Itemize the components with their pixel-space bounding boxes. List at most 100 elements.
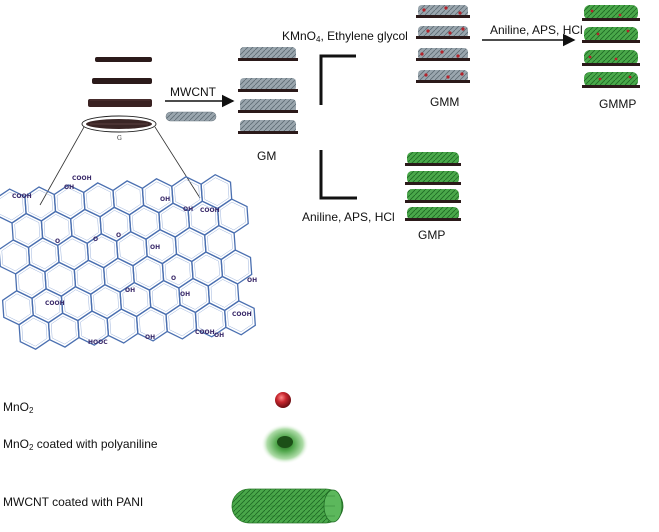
lattice-hexagon: [47, 312, 80, 348]
group-o-2: O: [93, 236, 99, 243]
lattice-hexagon-inner: [106, 260, 132, 290]
legend-mno2-pani-main: MnO: [3, 437, 30, 451]
gmm-stack: [416, 5, 470, 83]
lattice-hexagon-inner: [135, 258, 162, 288]
legend-mwcnt-pani: MWCNT coated with PANI: [3, 495, 144, 509]
lattice-hexagon-inner: [14, 216, 41, 245]
lattice-hexagon-inner: [34, 291, 61, 320]
lattice-hexagon: [18, 314, 51, 350]
lattice-hexagon-inner: [148, 232, 175, 261]
lattice-hexagon-inner: [63, 289, 90, 318]
group-o-1: O: [55, 238, 61, 245]
lattice-hexagon-inner: [164, 256, 191, 286]
lattice-hexagon-inner: [197, 305, 224, 335]
lattice-hexagon-inner: [0, 191, 24, 221]
graphene-stack: [81, 57, 157, 133]
lattice-hexagon-inner: [30, 240, 57, 270]
group-cooh-3: COOH: [200, 207, 220, 214]
lattice-hexagon-inner: [122, 285, 149, 314]
gmp-stack: [405, 152, 461, 221]
label-gmmp: GMMP: [599, 97, 637, 111]
lattice-hexagon: [112, 180, 145, 216]
lattice-hexagon: [128, 204, 161, 240]
legend-mno2-pani: MnO2 coated with polyaniline: [3, 437, 158, 452]
lattice-hexagon-inner: [56, 187, 83, 217]
label-gmp: GMP: [418, 228, 446, 242]
reagent-kmno4: KMnO4, Ethylene glycol: [282, 29, 408, 44]
lattice-hexagon-inner: [89, 236, 116, 265]
lattice-hexagon-inner: [93, 287, 119, 316]
lattice-hexagon: [224, 300, 256, 336]
lattice-hexagon-inner: [203, 177, 230, 206]
label-mwcnt: MWCNT: [170, 85, 216, 99]
lattice-hexagon-inner: [60, 238, 86, 268]
group-cooh-4: COOH: [45, 300, 65, 307]
group-o-4: O: [171, 275, 177, 282]
reagent-kmno4-main: KMnO: [282, 29, 317, 43]
lattice-hexagon-inner: [50, 315, 77, 345]
lattice-hexagon: [0, 239, 31, 275]
group-o-3: O: [116, 232, 122, 239]
lattice-hexagon-inner: [27, 189, 54, 219]
lattice-hexagon: [73, 259, 106, 295]
lattice-hexagon: [148, 279, 181, 316]
gmmp-stack: [582, 5, 640, 88]
lattice-hexagon-inner: [177, 230, 204, 259]
group-oh-8: OH: [145, 334, 156, 341]
legend-mno2-sub: 2: [29, 406, 34, 415]
lattice-hexagon-inner: [131, 208, 158, 237]
gm-stack: [238, 47, 298, 134]
legend-mno2: MnO2: [3, 400, 33, 415]
lattice-hexagon-inner: [168, 307, 195, 337]
group-oh-4: OH: [150, 244, 161, 251]
lattice-hexagon-inner: [115, 183, 142, 213]
lattice-hexagon: [57, 235, 90, 271]
group-oh-3: OH: [183, 206, 194, 213]
mwcnt-pani-tube: [231, 488, 344, 524]
lattice-hexagon-inner: [227, 303, 253, 333]
label-g: G: [117, 135, 122, 142]
lattice-hexagon: [191, 251, 224, 287]
lattice-hexagon-inner: [220, 201, 246, 231]
lattice-hexagon-inner: [139, 309, 165, 339]
label-gmm: GMM: [430, 95, 460, 109]
group-oh-2: OH: [160, 196, 171, 203]
group-cooh-2: COOH: [12, 193, 32, 200]
reagent-pani-top: Aniline, APS, HCl: [490, 23, 583, 37]
group-cooh-5: COOH: [232, 311, 252, 318]
lattice-hexagon: [1, 290, 34, 326]
lattice-hexagon-inner: [73, 212, 99, 241]
label-gm: GM: [257, 149, 277, 163]
bracket-top: [319, 54, 356, 105]
graphene-oxide-lattice: [0, 173, 256, 350]
lattice-hexagon-inner: [1, 242, 28, 272]
lattice-hexagon-inner: [174, 179, 200, 208]
legend-mno2-pani-rest: coated with polyaniline: [33, 437, 158, 451]
lattice-hexagon-inner: [181, 281, 207, 310]
lattice-hexagon-inner: [86, 185, 112, 215]
bracket-bottom: [319, 150, 357, 200]
group-cooh-1: COOH: [72, 175, 92, 182]
lattice-hexagon-inner: [18, 267, 44, 296]
group-oh-7: OH: [180, 291, 191, 298]
lattice-hexagon-inner: [109, 311, 136, 341]
lattice-hexagon: [132, 255, 165, 291]
lattice-hexagon-inner: [223, 252, 250, 282]
legend-mno2-pani-sub: 2: [29, 443, 34, 452]
reagent-kmno4-sub: 4: [316, 35, 321, 44]
lattice-hexagon-inner: [76, 263, 103, 292]
lattice-hexagon-inner: [144, 181, 171, 210]
group-hooc-1: HOOC: [88, 339, 108, 346]
reagent-pani-bottom: Aniline, APS, HCl: [302, 210, 395, 224]
lattice-hexagon: [115, 230, 148, 267]
lattice-hexagon-inner: [21, 317, 48, 347]
lattice-hexagon-inner: [151, 283, 178, 312]
lattice-hexagon-inner: [210, 279, 237, 308]
group-cooh-6: COOH: [195, 329, 215, 336]
mwcnt-small: [165, 111, 217, 122]
mno2-sphere: [275, 392, 291, 408]
lattice-hexagon-inner: [80, 313, 106, 343]
lattice-hexagon-inner: [102, 210, 129, 239]
